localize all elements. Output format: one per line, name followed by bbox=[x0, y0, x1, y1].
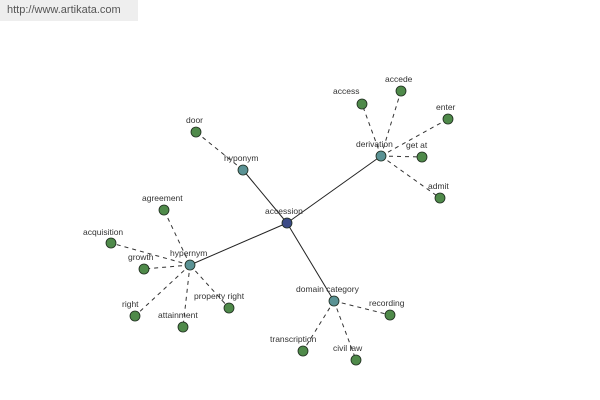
center-node-accession[interactable] bbox=[281, 217, 293, 229]
relation-node-domain-category[interactable] bbox=[328, 295, 340, 307]
leaf-label-right[interactable]: right bbox=[122, 299, 139, 309]
graph-edges bbox=[110, 90, 449, 361]
leaf-label-door[interactable]: door bbox=[186, 115, 203, 125]
leaf-node-right[interactable] bbox=[129, 310, 141, 322]
edge-hyponym-door bbox=[195, 131, 244, 171]
relation-label-hyponym[interactable]: hyponym bbox=[224, 153, 259, 163]
relation-node-hypernym[interactable] bbox=[184, 259, 196, 271]
edge-hypernym-growth bbox=[143, 264, 191, 270]
relation-node-derivation[interactable] bbox=[375, 150, 387, 162]
center-label-accession[interactable]: accession bbox=[265, 206, 303, 216]
leaf-label-get-at[interactable]: get at bbox=[406, 140, 428, 150]
leaf-label-agreement[interactable]: agreement bbox=[142, 193, 183, 203]
leaf-label-acquisition[interactable]: acquisition bbox=[83, 227, 123, 237]
leaf-node-get-at[interactable] bbox=[416, 151, 428, 163]
leaf-label-growth[interactable]: growth bbox=[128, 252, 154, 262]
leaf-label-access[interactable]: access bbox=[333, 86, 359, 96]
relation-label-hypernym[interactable]: hypernym bbox=[170, 248, 207, 258]
leaf-node-attainment[interactable] bbox=[177, 321, 189, 333]
leaf-node-door[interactable] bbox=[190, 126, 202, 138]
leaf-node-accede[interactable] bbox=[395, 85, 407, 97]
edge-hypernym-property-right bbox=[189, 264, 230, 309]
leaf-node-access[interactable] bbox=[356, 98, 368, 110]
edge-hypernym-acquisition bbox=[110, 242, 191, 266]
edge-accession-derivation bbox=[286, 155, 382, 224]
relation-label-derivation[interactable]: derivation bbox=[356, 139, 393, 149]
edge-derivation-admit bbox=[380, 155, 441, 199]
leaf-label-enter[interactable]: enter bbox=[436, 102, 456, 112]
leaf-node-recording[interactable] bbox=[384, 309, 396, 321]
leaf-label-accede[interactable]: accede bbox=[385, 74, 413, 84]
edge-hypernym-attainment bbox=[182, 264, 191, 328]
edge-accession-hyponym bbox=[242, 169, 288, 224]
edge-domain-category-recording bbox=[333, 300, 391, 316]
relation-node-hyponym[interactable] bbox=[237, 164, 249, 176]
leaf-node-admit[interactable] bbox=[434, 192, 446, 204]
leaf-node-acquisition[interactable] bbox=[105, 237, 117, 249]
graph-labels: accession hyponym door derivation access acce… bbox=[83, 74, 456, 353]
edge-derivation-get-at bbox=[380, 155, 423, 158]
leaf-label-property-right[interactable]: property right bbox=[194, 291, 245, 301]
leaf-node-agreement[interactable] bbox=[158, 204, 170, 216]
leaf-label-transcription[interactable]: transcription bbox=[270, 334, 317, 344]
edge-accession-hypernym bbox=[189, 222, 288, 266]
leaf-node-transcription[interactable] bbox=[297, 345, 309, 357]
edge-hypernym-agreement bbox=[163, 209, 191, 266]
edge-derivation-access bbox=[361, 103, 382, 157]
edge-derivation-accede bbox=[380, 90, 402, 157]
relation-label-domain-category[interactable]: domain category bbox=[296, 284, 360, 294]
leaf-node-property-right[interactable] bbox=[223, 302, 235, 314]
leaf-node-civil-law[interactable] bbox=[350, 354, 362, 366]
url-banner[interactable]: http://www.artikata.com bbox=[0, 0, 138, 21]
edge-domain-category-civil-law bbox=[333, 300, 357, 361]
leaf-node-enter[interactable] bbox=[442, 113, 454, 125]
leaf-label-admit[interactable]: admit bbox=[428, 181, 449, 191]
leaf-label-recording[interactable]: recording bbox=[369, 298, 405, 308]
leaf-node-growth[interactable] bbox=[138, 263, 150, 275]
leaf-label-attainment[interactable]: attainment bbox=[158, 310, 198, 320]
graph-nodes bbox=[105, 85, 454, 366]
leaf-label-civil-law[interactable]: civil law bbox=[333, 343, 363, 353]
edge-accession-domain-category bbox=[286, 222, 335, 302]
edge-domain-category-transcription bbox=[302, 300, 335, 352]
